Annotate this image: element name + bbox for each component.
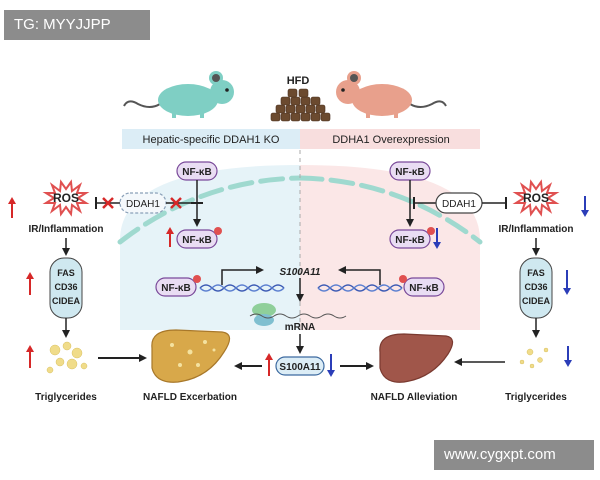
lipid-droplets-icon-left: [46, 341, 88, 374]
fatty-liver-icon: [151, 329, 231, 383]
phospho-badge: [399, 275, 407, 283]
ddah1-label-left: DDAH1: [126, 199, 160, 210]
ros-label-left: ROS: [53, 191, 79, 205]
down-arrow-icon: [327, 354, 335, 377]
ko-header-band: [122, 129, 300, 149]
nfkb-label: NF-κB: [395, 167, 424, 178]
nafld-exacerbation-label: NAFLD Excerbation: [143, 392, 237, 403]
cd36-label-right: CD36: [524, 282, 547, 292]
nfkb-label: NF-κB: [182, 235, 211, 246]
nfkb-label: NF-κB: [409, 283, 438, 294]
ribosome-icon: [252, 303, 276, 326]
phospho-badge: [214, 227, 222, 235]
nfkb-node-nucleus-left: [176, 229, 218, 249]
hfd-food-pile-icon: [270, 88, 331, 122]
ros-label-right: ROS: [523, 191, 549, 205]
down-arrow-icon: [433, 228, 441, 249]
fas-label-right: FAS: [527, 268, 545, 278]
down-arrow-icon: [563, 270, 571, 295]
up-arrow-icon: [166, 227, 174, 247]
ko-mouse-icon: [123, 71, 234, 118]
nfkb-label: NF-κB: [182, 167, 211, 178]
nuclear-membrane-oe: [297, 175, 483, 245]
nfkb-node-nucleus-right: [389, 229, 431, 249]
oe-condition-label: DDHA1 Overexpression: [332, 134, 449, 146]
cd36-label-left: CD36: [54, 282, 77, 292]
nfkb-node-dna-right: [403, 277, 445, 297]
ir-inflammation-label-left: IR/Inflammation: [28, 224, 103, 235]
transcription-arrow-right: [338, 266, 381, 285]
up-arrow-icon: [8, 197, 16, 218]
lipid-droplets-icon-right: [519, 347, 549, 369]
cidea-label-right: CIDEA: [522, 296, 551, 306]
down-arrow-icon: [581, 196, 589, 217]
up-arrow-icon: [265, 353, 273, 376]
triglycerides-label-left: Triglycerides: [35, 392, 97, 403]
s100a11-gene-label: S100A11: [280, 267, 321, 278]
dna-helix-left: [199, 284, 285, 292]
healthy-liver-icon: [379, 333, 454, 383]
nuclear-membrane-ko: [117, 175, 303, 245]
hfd-label: HFD: [287, 75, 310, 87]
ko-condition-label: Hepatic-specific DDAH1 KO: [143, 134, 280, 146]
dna-helix-right: [317, 284, 403, 292]
oe-mouse-icon: [336, 71, 447, 118]
mrna-strand: [249, 313, 347, 319]
ddah1-label-right: DDAH1: [442, 199, 476, 210]
ros-burst-left: [42, 179, 90, 217]
mrna-label: mRNA: [285, 322, 316, 333]
ros-burst-right: [512, 179, 560, 217]
transcription-arrow-left: [221, 266, 264, 285]
nfkb-label: NF-κB: [395, 235, 424, 246]
up-arrow-icon: [26, 345, 34, 368]
nfkb-node-dna-left: [155, 277, 197, 297]
oe-header-band: [300, 129, 480, 149]
phospho-badge: [193, 275, 201, 283]
cidea-label-left: CIDEA: [52, 296, 81, 306]
triglycerides-label-right: Triglycerides: [505, 392, 567, 403]
fas-label-left: FAS: [57, 268, 75, 278]
nafld-alleviation-label: NAFLD Alleviation: [371, 392, 458, 403]
ir-inflammation-label-right: IR/Inflammation: [498, 224, 573, 235]
up-arrow-icon: [26, 272, 34, 295]
oe-cell-background: [300, 165, 480, 330]
phospho-badge: [427, 227, 435, 235]
s100a11-protein-node: [275, 356, 325, 376]
nfkb-label: NF-κB: [161, 283, 190, 294]
s100a11-protein-label: S100A11: [279, 362, 321, 373]
watermark-top: TG: MYYJJPP: [4, 10, 150, 40]
watermark-bottom: www.cygxpt.com: [434, 440, 594, 470]
down-arrow-icon: [564, 346, 572, 367]
cross-icon: [170, 197, 182, 209]
cross-icon: [102, 197, 114, 209]
